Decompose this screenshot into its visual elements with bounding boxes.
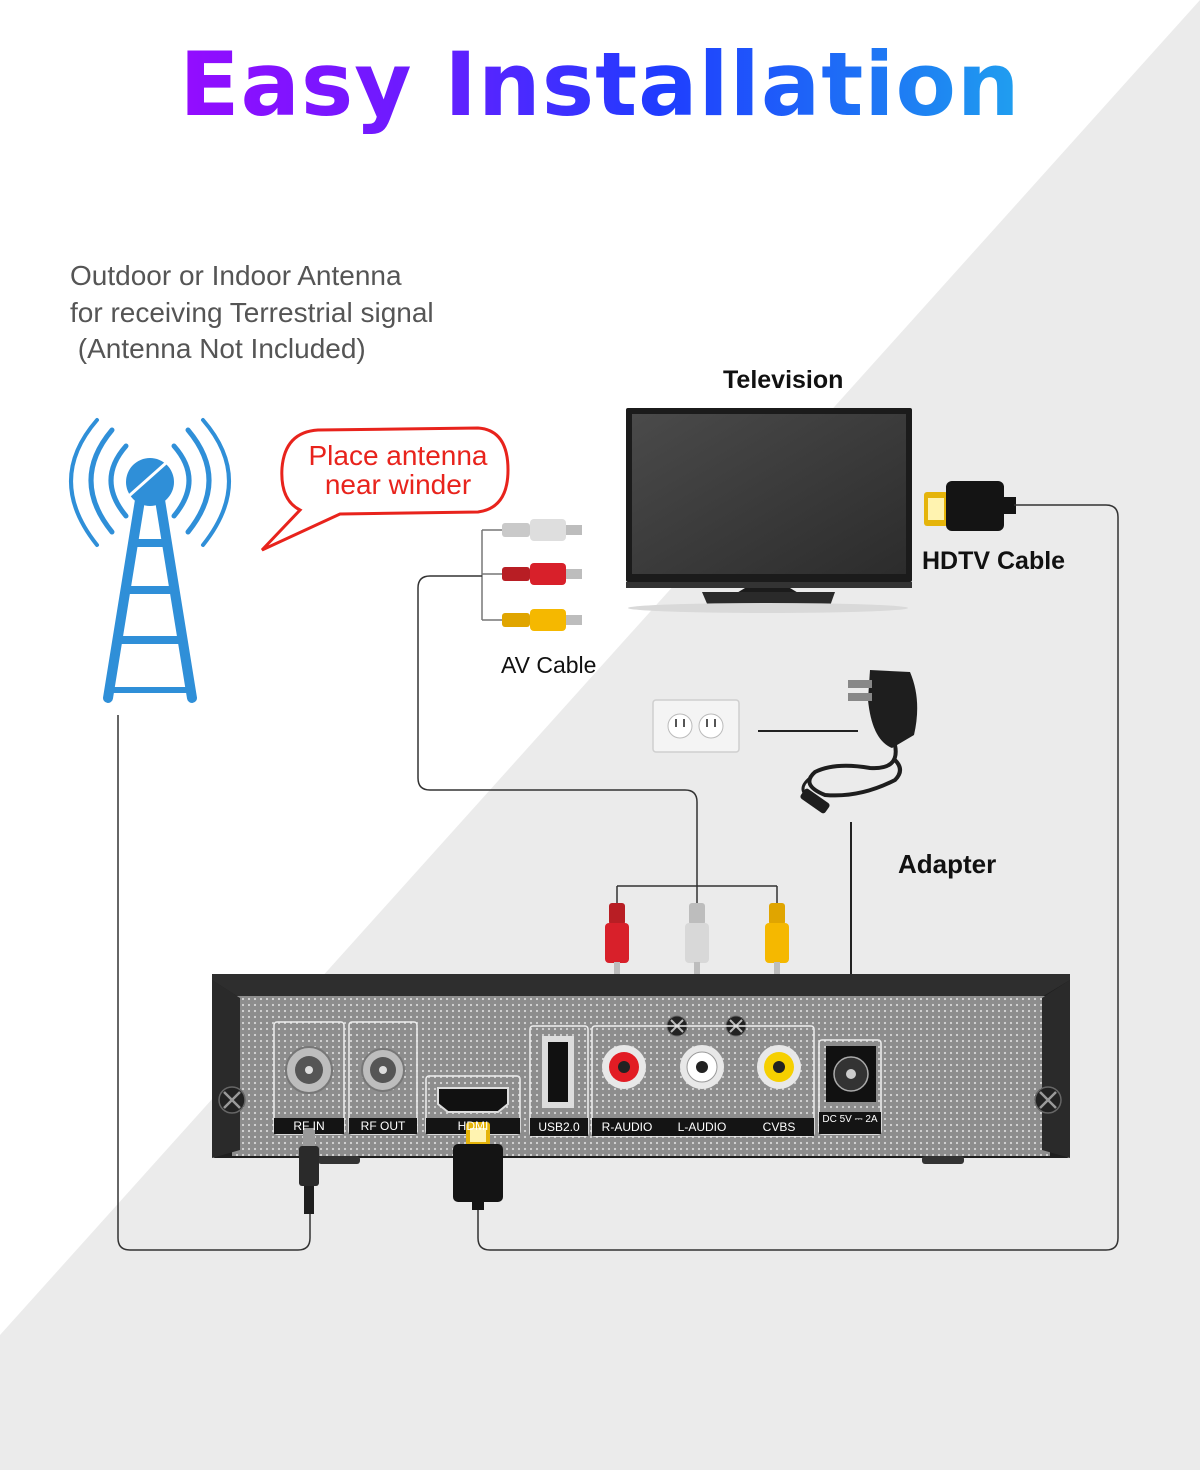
rca-plugs-icon: [605, 903, 789, 986]
dc-label: DC 5V ⎓ 2A: [822, 1114, 878, 1125]
television-icon: [626, 408, 912, 613]
antenna-note-line3: (Antenna Not Included): [70, 333, 366, 364]
usb-label: USB2.0: [538, 1120, 580, 1134]
antenna-note-line1: Outdoor or Indoor Antenna: [70, 260, 402, 291]
r-audio-label: R-AUDIO: [601, 1120, 653, 1134]
hdmi-plug-tv-icon: [924, 481, 1016, 531]
usb-port: [529, 1025, 589, 1137]
antenna-note: Outdoor or Indoor Antenna for receiving …: [70, 258, 530, 368]
av-cable-icon: [481, 519, 582, 631]
hdmi-label: HDMI: [457, 1119, 489, 1133]
bubble-text: Place antenna near winder: [282, 441, 514, 499]
cvbs-label: CVBS: [762, 1120, 796, 1134]
set-top-box: [212, 974, 1070, 1164]
av-cable-label: AV Cable: [501, 652, 597, 678]
hdtv-cable-line: [477, 504, 1119, 1251]
power-adapter-icon: [800, 670, 918, 814]
page-title: Easy Installation: [0, 30, 1200, 140]
antenna-cable-line: [117, 715, 311, 1251]
antenna-tower-icon: [69, 418, 231, 703]
television-label: Television: [723, 366, 844, 394]
bubble-line2: near winder: [324, 469, 472, 500]
coax-plug-icon: [299, 1128, 319, 1214]
l-audio-label: L-AUDIO: [677, 1120, 727, 1134]
rf-in-label: RF IN: [293, 1119, 325, 1133]
rf-in-port: [273, 1021, 345, 1135]
screw-icon: [1034, 1086, 1062, 1114]
adapter-label: Adapter: [898, 849, 997, 879]
screw-icon: [218, 1086, 246, 1114]
hdmi-plug-box-icon: [453, 1122, 503, 1210]
hdtv-cable-label: HDTV Cable: [922, 547, 1066, 575]
antenna-note-line2: for receiving Terrestrial signal: [70, 296, 434, 328]
rf-out-port: [348, 1021, 418, 1135]
wall-outlet-icon: [652, 699, 740, 753]
bubble-line1: Place antenna: [308, 440, 488, 471]
dc-power-port: [818, 1039, 882, 1135]
rf-out-label: RF OUT: [360, 1119, 406, 1133]
av-cable-line: [417, 575, 778, 905]
av-ports: [591, 1025, 815, 1137]
speech-bubble: [260, 426, 510, 552]
